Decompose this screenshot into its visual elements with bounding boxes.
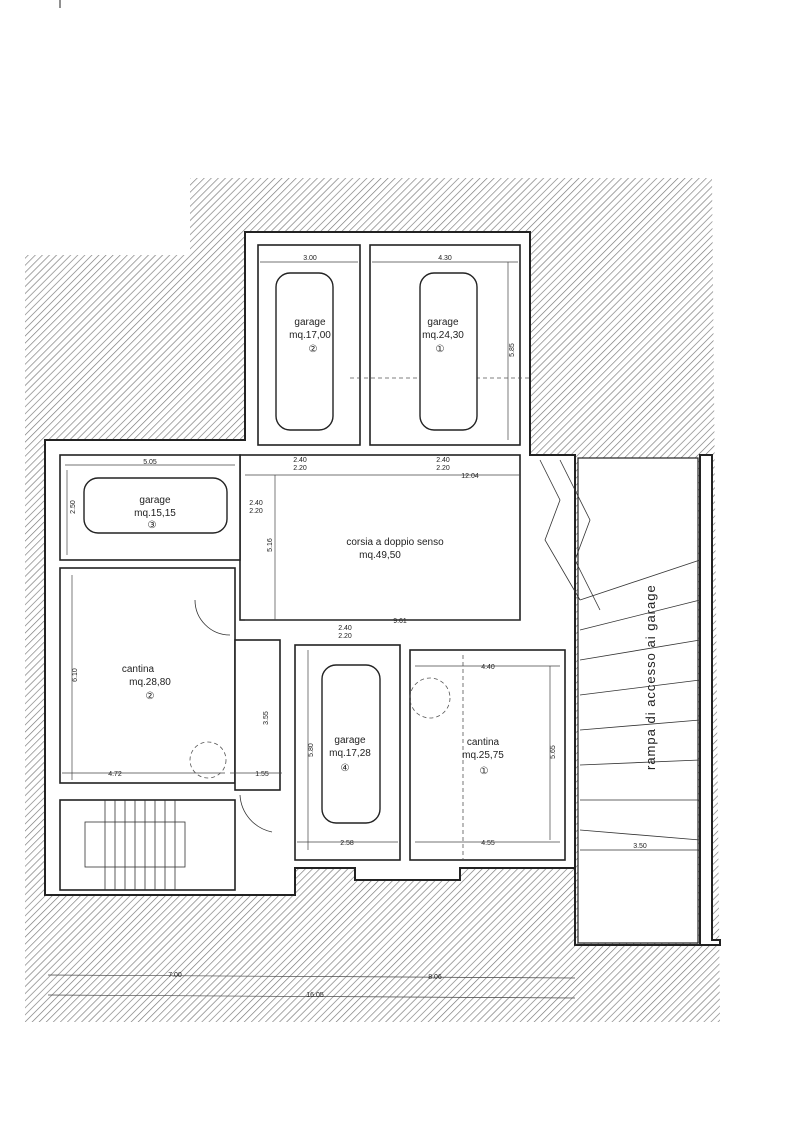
dim-overall-right: 8.06 [428, 974, 442, 981]
garage2-name: garage [294, 317, 326, 328]
cantina2-area: mq.28,80 [129, 677, 171, 688]
dim-garage1-depth: 5.85 [509, 343, 516, 357]
dim-garage3-width: 5.05 [143, 459, 157, 466]
dim-garage4-width: 2.58 [340, 840, 354, 847]
ramp-width: 3.50 [633, 843, 647, 850]
dim-garage3-depth: 2.50 [70, 500, 77, 514]
opening-h-b: 2.20 [293, 465, 307, 472]
garage4-name: garage [334, 735, 366, 746]
stair-room [59, 799, 236, 891]
door-swing [239, 794, 273, 833]
spiral-stair-icon [189, 741, 227, 779]
car-icon [83, 477, 228, 534]
garage1-name: garage [427, 317, 459, 328]
stairs-icon [84, 800, 186, 890]
garage3-area: mq.15,15 [134, 508, 176, 519]
dim-cantina2-depth: 6.10 [72, 668, 79, 682]
dim-corsia-lower: 9.61 [393, 618, 407, 625]
garage4-area: mq.17,28 [329, 748, 371, 759]
dim-corridor-depth: 3.55 [263, 711, 270, 725]
dim-cantina1-bottom: 4.55 [481, 840, 495, 847]
cantina2-name: cantina [122, 664, 155, 675]
opening-h-b: 2.20 [249, 508, 263, 515]
cantina1-name: cantina [467, 737, 500, 748]
dim-overall-left: 7.00 [168, 972, 182, 979]
spiral-stair-icon [409, 677, 451, 719]
car-icon [419, 272, 478, 431]
corsia-room: 12.04 9.61 5.16 corsia a doppio senso mq… [239, 454, 521, 625]
garage-1: 4.30 5.85 garage mq.24,30 ① 2.40 2.20 [350, 244, 530, 472]
opening-h-a: 2.40 [436, 457, 450, 464]
dim-cantina2-width: 4.72 [108, 771, 122, 778]
cantina1-area: mq.25,75 [462, 750, 504, 761]
dim-corridor-width: 1.55 [255, 771, 269, 778]
opening-h-b: 2.20 [436, 465, 450, 472]
dim-overall-total: 16.05 [306, 992, 324, 999]
car-icon [321, 664, 381, 824]
ramp: rampa di accesso ai garage 3.50 [519, 457, 701, 944]
garage2-area: mq.17,00 [289, 330, 331, 341]
garage-2: 3.00 garage mq.17,00 ② 2.40 2.20 [257, 244, 361, 472]
dim-cantina1-depth: 5.65 [550, 745, 557, 759]
opening-h-a: 2.40 [338, 625, 352, 632]
garage-3: 5.05 2.50 garage mq.15,15 ③ 2.40 2.20 [59, 454, 263, 561]
overall-dimensions: 7.00 8.06 16.05 [47, 972, 576, 999]
garage2-unit: ② [309, 344, 318, 355]
opening-h-b: 2.20 [338, 633, 352, 640]
car-icon [275, 272, 334, 431]
cantina-2: 6.10 4.72 cantina mq.28,80 ② [59, 567, 236, 784]
corsia-name: corsia a doppio senso [346, 537, 444, 548]
ramp-steps [519, 459, 701, 851]
opening-h-a: 2.40 [293, 457, 307, 464]
garage1-unit: ① [436, 344, 445, 355]
dim-cantina1-top: 4.40 [481, 664, 495, 671]
garage3-name: garage [139, 495, 171, 506]
door-swing [194, 599, 231, 636]
dim-corsia-width: 12.04 [461, 473, 479, 480]
cantina1-unit: ① [480, 766, 489, 777]
dim-garage4-depth: 5.80 [308, 743, 315, 757]
garage1-area: mq.24,30 [422, 330, 464, 341]
dim-garage1-width: 4.30 [438, 255, 452, 262]
dim-corsia-depth: 5.16 [267, 538, 274, 552]
cantina2-unit: ② [146, 691, 155, 702]
corsia-area: mq.49,50 [359, 550, 401, 561]
cantina-1: 4.40 4.55 5.65 cantina mq.25,75 ① [409, 649, 566, 861]
garage-4: 5.80 2.58 garage mq.17,28 ④ 2.40 2.20 [294, 625, 401, 861]
dim-garage2-width: 3.00 [303, 255, 317, 262]
garage3-unit: ③ [148, 520, 157, 531]
corridor: 3.55 1.55 [230, 639, 282, 833]
opening-h-a: 2.40 [249, 500, 263, 507]
garage4-unit: ④ [341, 763, 350, 774]
ramp-label: rampa di accesso ai garage [643, 584, 658, 770]
